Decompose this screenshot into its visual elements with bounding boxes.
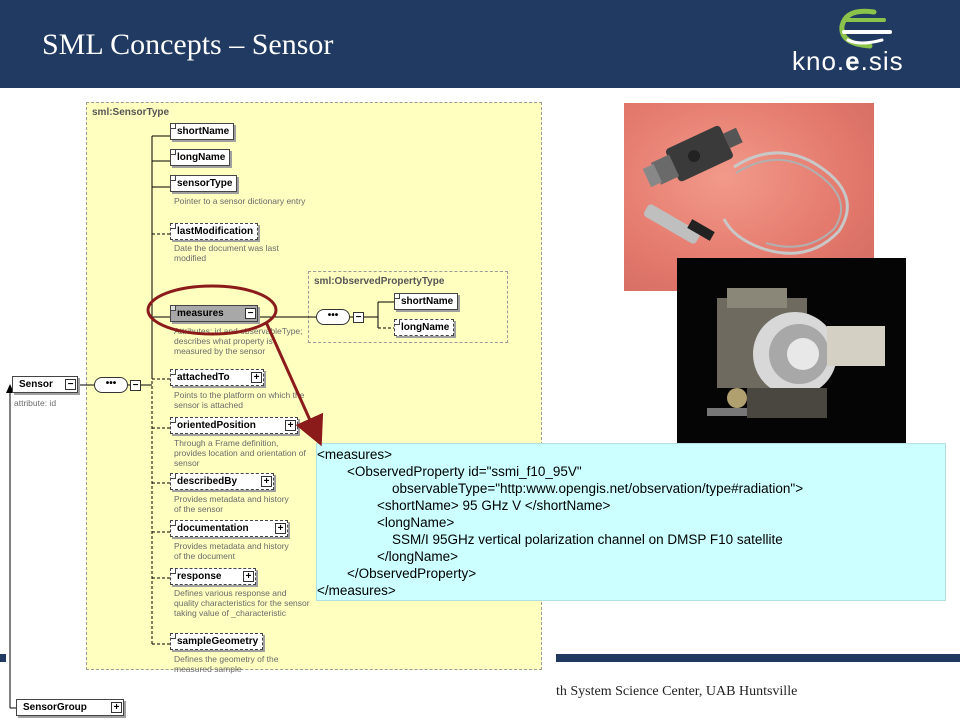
- observed-longname[interactable]: longName: [394, 319, 455, 336]
- ssmi-instrument-photo: [677, 258, 906, 444]
- sequence-collapse-icon[interactable]: −: [130, 380, 141, 391]
- element-label: measures: [177, 308, 224, 319]
- element-sensortype[interactable]: sensorType: [170, 175, 238, 192]
- element-description: Provides metadata and history of the doc…: [174, 541, 289, 561]
- element-label: describedBy: [177, 476, 238, 487]
- logo-suffix: .sis: [860, 46, 904, 76]
- footer-text: th System Science Center, UAB Huntsville: [556, 684, 798, 699]
- collapse-icon[interactable]: −: [245, 308, 256, 319]
- logo-bold: e: [845, 46, 861, 76]
- element-label: attachedTo: [177, 372, 230, 383]
- code-line: </measures>: [317, 583, 396, 598]
- footer-tick: [0, 654, 6, 662]
- element-description: Through a Frame definition, provides loc…: [174, 438, 306, 468]
- sensor-type-label: sml:SensorType: [92, 107, 170, 118]
- expand-icon[interactable]: +: [285, 420, 296, 431]
- logo-e-mark-icon: [839, 8, 892, 49]
- code-line: <shortName> 95 GHz V </shortName>: [317, 498, 611, 513]
- sensor-root-label: Sensor: [19, 379, 53, 390]
- expand-icon[interactable]: +: [243, 571, 254, 582]
- observed-shortname[interactable]: shortName: [394, 293, 459, 310]
- collapse-icon[interactable]: −: [65, 379, 76, 390]
- footer-band: [556, 654, 960, 662]
- code-line: observableType="http:www.opengis.net/obs…: [317, 481, 804, 496]
- element-lastmodification[interactable]: lastModification: [170, 223, 259, 240]
- element-label: longName: [177, 152, 226, 163]
- element-label: shortName: [401, 296, 454, 307]
- element-label: response: [177, 571, 222, 582]
- sensor-group-node[interactable]: SensorGroup +: [16, 699, 124, 716]
- sensor-sequence-icon: •••: [94, 377, 128, 393]
- code-line: </longName>: [317, 549, 459, 564]
- element-label: sensorType: [177, 178, 233, 189]
- element-orientedposition[interactable]: orientedPosition +: [170, 417, 298, 434]
- observed-collapse-icon[interactable]: −: [353, 312, 364, 323]
- element-describedby[interactable]: describedBy +: [170, 473, 274, 490]
- element-description: Defines various response and quality cha…: [174, 588, 310, 618]
- element-label: documentation: [177, 523, 249, 534]
- expand-icon[interactable]: +: [111, 702, 122, 713]
- expand-icon[interactable]: +: [261, 476, 272, 487]
- element-samplegeometry[interactable]: sampleGeometry: [170, 633, 264, 650]
- element-description: Date the document was last modified: [174, 243, 279, 263]
- element-description: Pointer to a sensor dictionary entry: [174, 196, 306, 206]
- element-label: shortName: [177, 126, 230, 137]
- element-measures[interactable]: measures −: [170, 305, 258, 322]
- sensor-root-attribute: attribute: id: [14, 398, 57, 408]
- element-label: longName: [401, 322, 450, 333]
- element-longname[interactable]: longName: [170, 149, 231, 166]
- code-line: <ObservedProperty id="ssmi_f10_95V": [317, 464, 582, 479]
- observed-property-label: sml:ObservedPropertyType: [314, 276, 445, 287]
- element-shortname[interactable]: shortName: [170, 123, 235, 140]
- sensor-schema-diagram: sml:SensorType sml:ObservedPropertyType: [0, 88, 556, 720]
- element-description: Attributes: id and observableType; descr…: [174, 326, 303, 356]
- measures-xml-example: <measures> <ObservedProperty id="ssmi_f1…: [316, 443, 946, 601]
- logo-prefix: kno.: [792, 46, 846, 76]
- element-response[interactable]: response +: [170, 568, 256, 585]
- element-label: lastModification: [177, 226, 254, 237]
- sensor-root-node[interactable]: Sensor −: [12, 376, 78, 393]
- code-line: SSM/I 95GHz vertical polarization channe…: [317, 532, 783, 547]
- slide-header: SML Concepts – Sensor kno.e.sis: [0, 0, 960, 88]
- sensor-group-label: SensorGroup: [23, 702, 87, 713]
- element-documentation[interactable]: documentation +: [170, 520, 288, 537]
- observed-sequence-icon: •••: [316, 309, 350, 325]
- code-line: <longName>: [317, 515, 455, 530]
- code-line: <measures>: [317, 447, 393, 462]
- element-label: orientedPosition: [177, 420, 256, 431]
- logo-wordmark: kno.e.sis: [792, 46, 904, 77]
- expand-icon[interactable]: +: [251, 372, 262, 383]
- element-description: Provides metadata and history of the sen…: [174, 494, 289, 514]
- element-description: Defines the geometry of the measured sam…: [174, 654, 279, 674]
- element-label: sampleGeometry: [177, 636, 259, 647]
- slide-title: SML Concepts – Sensor: [42, 28, 334, 61]
- code-line: </ObservedProperty>: [317, 566, 477, 581]
- element-attachedto[interactable]: attachedTo +: [170, 369, 264, 386]
- knoesis-logo: kno.e.sis: [786, 6, 946, 82]
- element-description: Points to the platform on which the sens…: [174, 390, 305, 410]
- expand-icon[interactable]: +: [275, 523, 286, 534]
